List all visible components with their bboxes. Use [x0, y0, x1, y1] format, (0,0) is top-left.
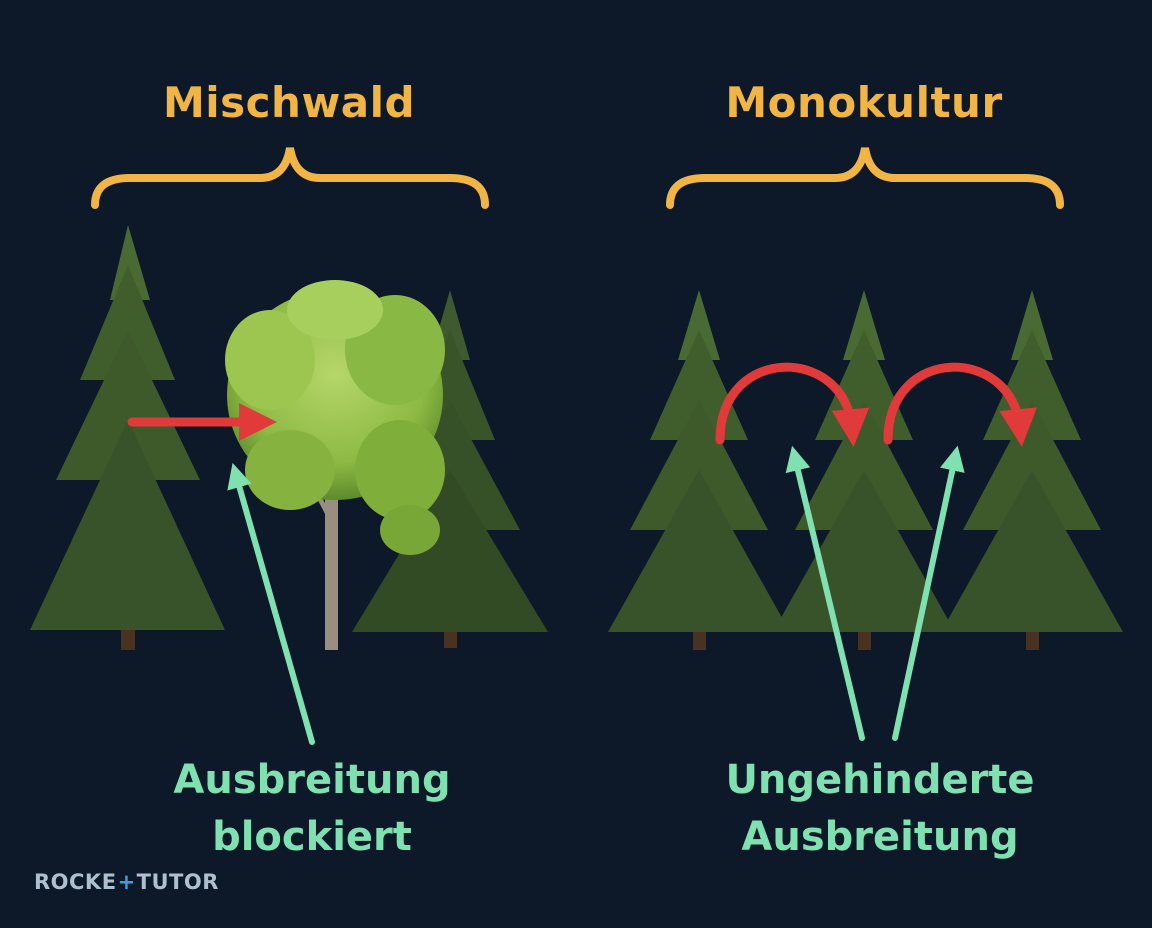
caption-line-2: Ausbreitung	[741, 814, 1019, 860]
pointer-arrow-unhindered-1	[785, 445, 865, 741]
brace-left	[91, 147, 489, 209]
caption-spread-blocked: Ausbreitung blockiert	[82, 752, 542, 866]
broadleaf-tree	[225, 280, 445, 650]
conifer-tree-mono-3	[941, 290, 1123, 650]
conifer-tree-mono-1	[608, 290, 790, 650]
title-mixed-forest: Mischwald	[162, 78, 416, 127]
logo-plus: +	[117, 870, 136, 894]
caption-unhindered-spread: Ungehinderte Ausbreitung	[650, 752, 1110, 866]
brace-right	[666, 147, 1064, 209]
spread-arrow-curve-2	[883, 362, 1037, 447]
spread-arrow-curve-1	[715, 362, 870, 447]
title-monoculture: Monokultur	[725, 78, 1003, 127]
brand-logo: ROCKE+TUTOR	[34, 870, 219, 894]
caption-line-1: Ausbreitung	[173, 757, 451, 803]
conifer-tree-left	[30, 225, 225, 650]
pointer-arrow-blocked	[227, 462, 315, 745]
logo-text-part2: TUTOR	[136, 870, 219, 894]
pointer-arrow-unhindered-2	[892, 445, 965, 741]
caption-line-2: blockiert	[212, 814, 412, 860]
logo-text-part1: ROCKE	[34, 870, 117, 894]
caption-line-1: Ungehinderte	[725, 757, 1035, 803]
